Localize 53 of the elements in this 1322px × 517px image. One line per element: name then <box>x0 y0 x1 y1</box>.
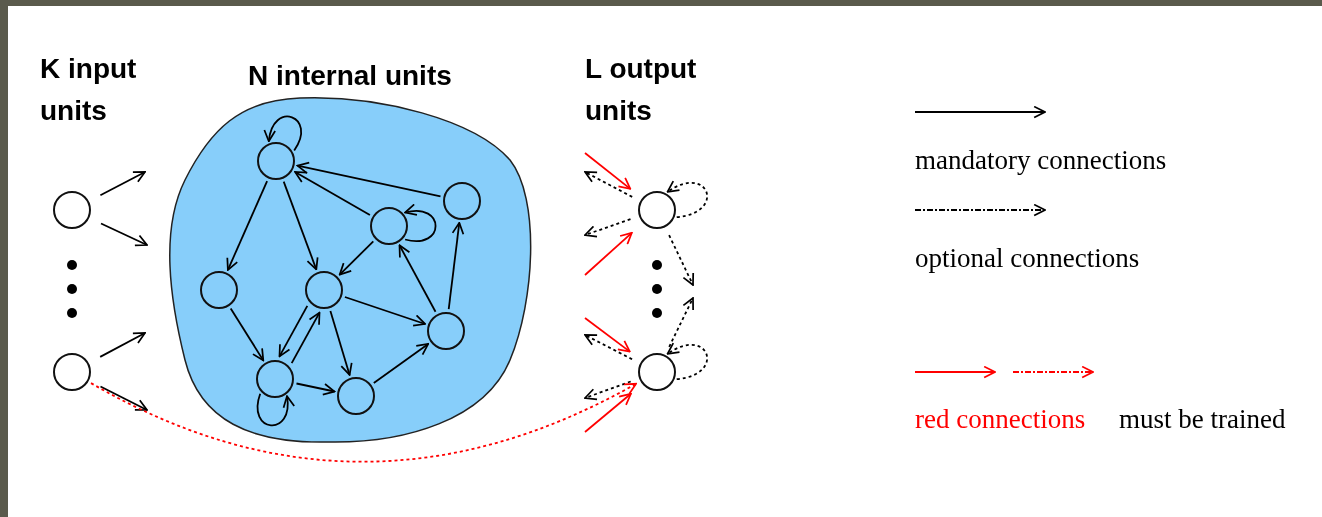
arrow <box>100 222 148 247</box>
neuron-circle <box>443 182 481 220</box>
column-heading: L output units <box>585 52 698 128</box>
arrow <box>99 332 146 358</box>
arrow <box>584 152 632 190</box>
arrow <box>329 310 353 376</box>
neuron-circle <box>53 191 91 229</box>
dashed-arrow <box>584 218 632 238</box>
neuron-circle <box>427 312 465 350</box>
dashed-arrow <box>668 234 695 286</box>
loop-arrow <box>264 115 302 152</box>
legend-label: mandatory connections <box>915 145 1167 176</box>
neuron-circle <box>370 207 408 245</box>
dashed-arrow <box>584 380 632 401</box>
neuron-circle <box>257 142 295 180</box>
legend-note: must be trained <box>1119 404 1286 435</box>
neuron-circle <box>305 271 343 309</box>
arrow <box>282 180 319 271</box>
loop-arrow <box>666 342 709 381</box>
arrow <box>99 171 146 197</box>
loop-arrow <box>256 392 295 427</box>
neuron-circle <box>638 353 676 391</box>
arrow <box>296 161 442 198</box>
arrow <box>278 305 309 358</box>
arrow <box>584 231 633 276</box>
loop-arrow <box>666 180 709 219</box>
neuron-circle <box>200 271 238 309</box>
arrow <box>295 382 336 396</box>
arrow <box>229 307 265 362</box>
dashed-arrow <box>584 334 633 361</box>
legend-label: red connections <box>915 404 1086 435</box>
neuron-circle <box>337 377 375 415</box>
neuron-circle <box>53 353 91 391</box>
arrow <box>99 385 148 411</box>
dashed-arrow <box>668 297 694 348</box>
column-heading: K input units <box>40 52 138 128</box>
arrow <box>447 221 465 311</box>
arrow <box>344 296 426 327</box>
arrow <box>226 180 268 271</box>
dashed-arrow <box>584 171 634 198</box>
neuron-circle <box>638 191 676 229</box>
arrow <box>372 343 430 384</box>
arrow <box>398 244 437 313</box>
arrow <box>294 171 371 216</box>
neuron-circle <box>256 360 294 398</box>
arrow <box>338 240 375 276</box>
arrow <box>584 317 631 353</box>
legend-label: optional connections <box>915 243 1140 274</box>
dashed-arrow <box>90 382 637 463</box>
arrow <box>584 392 632 433</box>
loop-arrow <box>404 204 437 242</box>
group-heading: N internal units <box>248 59 452 93</box>
arrow <box>290 311 321 364</box>
